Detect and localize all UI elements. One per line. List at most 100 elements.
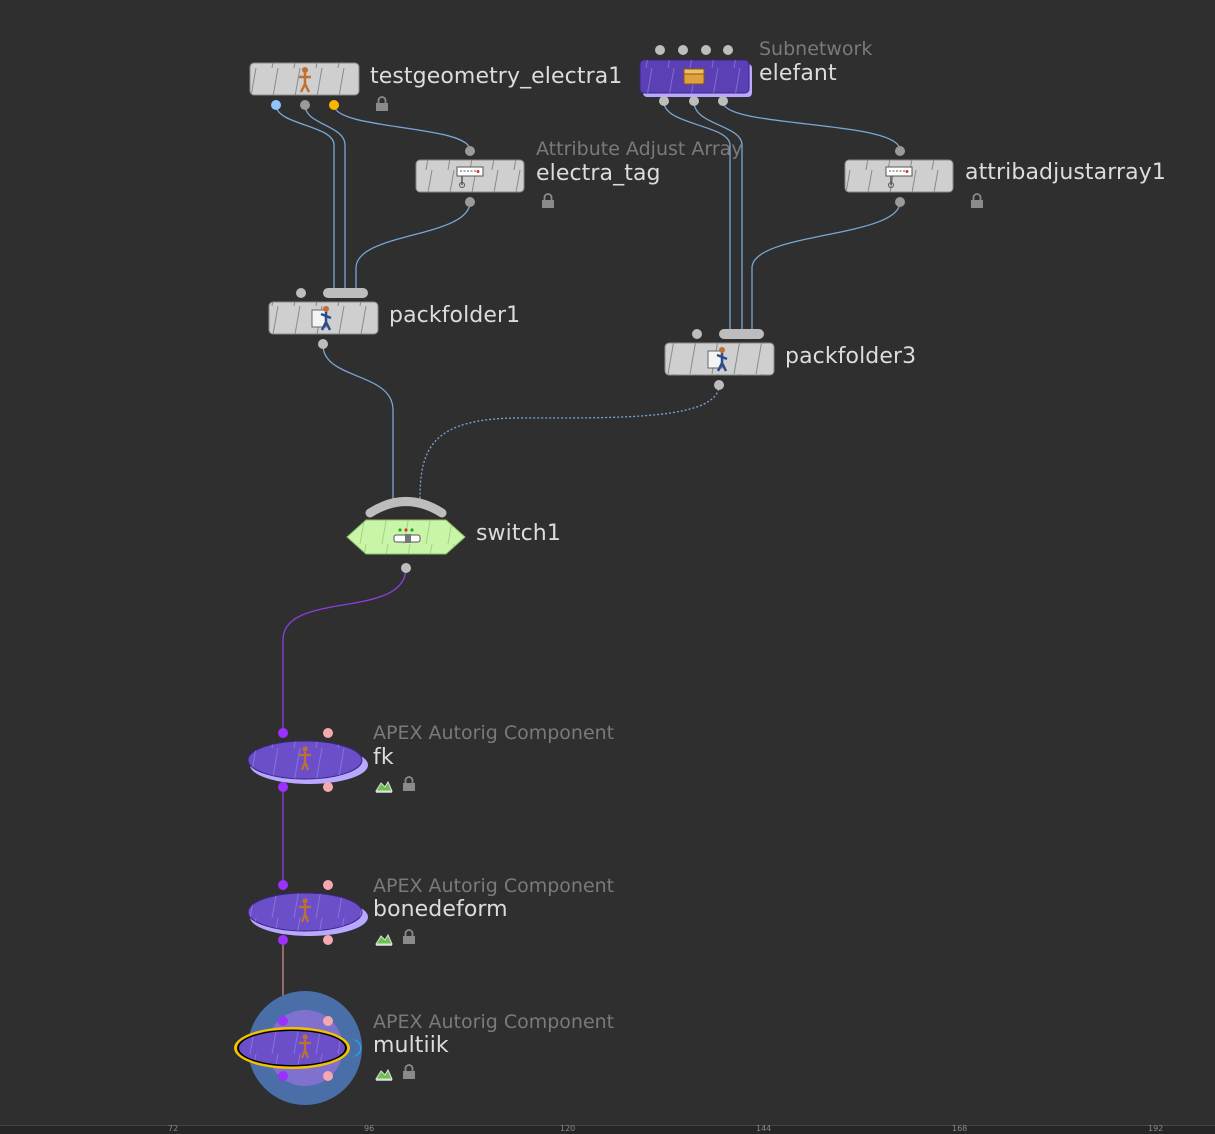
lock-icon[interactable] — [971, 193, 983, 208]
input-connector[interactable] — [278, 880, 288, 890]
node-fk[interactable] — [247, 728, 415, 793]
node-electra-tag[interactable] — [415, 146, 554, 208]
output-connector[interactable] — [271, 100, 281, 110]
lock-icon[interactable] — [403, 929, 415, 944]
lock-icon[interactable] — [376, 96, 388, 111]
output-connector[interactable] — [689, 96, 699, 106]
attribute-adjust-icon — [885, 166, 913, 188]
ruler-tick: 144 — [756, 1124, 772, 1133]
node-label-switch1[interactable]: switch1 — [476, 521, 561, 546]
wire-electra-to-electra-tag — [333, 104, 471, 151]
display-flag-icon[interactable] — [375, 933, 393, 946]
ruler-tick: 120 — [560, 1124, 576, 1133]
node-elefant[interactable] — [639, 45, 752, 106]
wire-electra-to-packfolder1-a — [275, 104, 335, 290]
attribute-adjust-icon — [456, 166, 484, 188]
output-connector[interactable] — [278, 935, 288, 945]
switch-icon — [393, 528, 421, 543]
input-connector[interactable] — [296, 288, 306, 298]
node-label-attribadjustarray1[interactable]: attribadjustarray1 — [965, 160, 1166, 185]
pack-folder-icon — [311, 306, 332, 331]
node-multiik[interactable] — [234, 991, 415, 1105]
ruler-tick: 72 — [168, 1124, 179, 1133]
node-label-testgeometry-electra1[interactable]: testgeometry_electra1 — [370, 64, 623, 89]
output-connector[interactable] — [714, 380, 724, 390]
node-type-label: Subnetwork — [759, 38, 873, 60]
figure-icon — [299, 67, 311, 93]
output-connector[interactable] — [323, 782, 333, 792]
output-connector[interactable] — [465, 197, 475, 207]
wires — [275, 101, 901, 501]
node-label-packfolder3[interactable]: packfolder3 — [785, 344, 917, 369]
output-connector[interactable] — [318, 339, 328, 349]
output-connector[interactable] — [718, 96, 728, 106]
wire-electra-tag-to-packfolder1 — [355, 201, 471, 290]
output-connector[interactable] — [323, 935, 333, 945]
node-packfolder1[interactable] — [268, 288, 379, 349]
node-label-bonedeform[interactable]: bonedeform — [373, 897, 508, 922]
input-connector[interactable] — [678, 45, 688, 55]
output-connector[interactable] — [323, 1071, 333, 1081]
output-connector[interactable] — [278, 1071, 288, 1081]
input-connector[interactable] — [323, 880, 333, 890]
ruler-tick: 192 — [1148, 1124, 1164, 1133]
node-type-label: APEX Autorig Component — [373, 1011, 615, 1033]
node-label-packfolder1[interactable]: packfolder1 — [389, 303, 521, 328]
lock-icon[interactable] — [403, 1064, 415, 1079]
pack-folder-icon — [707, 347, 728, 372]
display-flag-icon[interactable] — [375, 1068, 393, 1081]
wire-elefant-to-packfolder3-a — [663, 101, 731, 332]
node-label-multiik[interactable]: multiik — [373, 1033, 449, 1058]
input-connector[interactable] — [655, 45, 665, 55]
node-label-elefant[interactable]: elefant — [759, 61, 837, 86]
figure-icon — [299, 746, 311, 771]
wire-electra-to-packfolder1-b — [304, 104, 346, 290]
node-type-label: APEX Autorig Component — [373, 722, 615, 744]
output-connector[interactable] — [329, 100, 339, 110]
node-testgeometry-electra1[interactable] — [249, 62, 388, 111]
node-label-fk[interactable]: fk — [373, 745, 394, 770]
input-connector[interactable] — [701, 45, 711, 55]
multi-input-connector[interactable] — [719, 329, 764, 339]
multi-input-connector[interactable] — [365, 497, 447, 518]
output-connector[interactable] — [300, 100, 310, 110]
display-flag-icon[interactable] — [375, 780, 393, 793]
output-connector[interactable] — [895, 197, 905, 207]
node-label-electra-tag[interactable]: electra_tag — [536, 161, 661, 186]
wire-attribadjust-to-packfolder3 — [751, 201, 901, 332]
input-connector[interactable] — [323, 728, 333, 738]
node-bonedeform[interactable] — [247, 880, 415, 946]
wire-switch-to-fk — [282, 567, 407, 733]
node-type-label: Attribute Adjust Array — [536, 138, 743, 160]
wire-elefant-to-packfolder3-b — [693, 101, 743, 332]
input-connector[interactable] — [465, 146, 475, 156]
input-connector[interactable] — [278, 1016, 288, 1026]
input-connector[interactable] — [278, 728, 288, 738]
node-switch1[interactable] — [346, 497, 466, 574]
input-connector[interactable] — [895, 146, 905, 156]
ruler-tick: 96 — [364, 1124, 375, 1133]
ruler-tick: 168 — [952, 1124, 968, 1133]
input-connector[interactable] — [723, 45, 733, 55]
input-connector[interactable] — [692, 329, 702, 339]
wire-packfolder3-to-switch — [419, 384, 720, 501]
lock-icon[interactable] — [542, 193, 554, 208]
multi-input-connector[interactable] — [323, 288, 368, 298]
node-attribadjustarray1[interactable] — [844, 146, 983, 208]
output-connector[interactable] — [659, 96, 669, 106]
wire-elefant-to-attribadjust — [722, 101, 901, 151]
output-connector[interactable] — [401, 563, 411, 573]
timeline-ruler[interactable]: 72 96 120 144 168 192 — [0, 1124, 1215, 1134]
figure-icon — [299, 898, 311, 923]
wire-packfolder1-to-switch — [322, 344, 394, 500]
input-connector[interactable] — [323, 1016, 333, 1026]
lock-icon[interactable] — [403, 776, 415, 791]
output-connector[interactable] — [278, 782, 288, 792]
subnet-box-icon — [683, 68, 705, 85]
display-flag-indicator — [345, 1036, 362, 1060]
figure-icon — [299, 1034, 311, 1059]
node-packfolder3[interactable] — [664, 329, 775, 390]
node-type-label: APEX Autorig Component — [373, 875, 615, 897]
